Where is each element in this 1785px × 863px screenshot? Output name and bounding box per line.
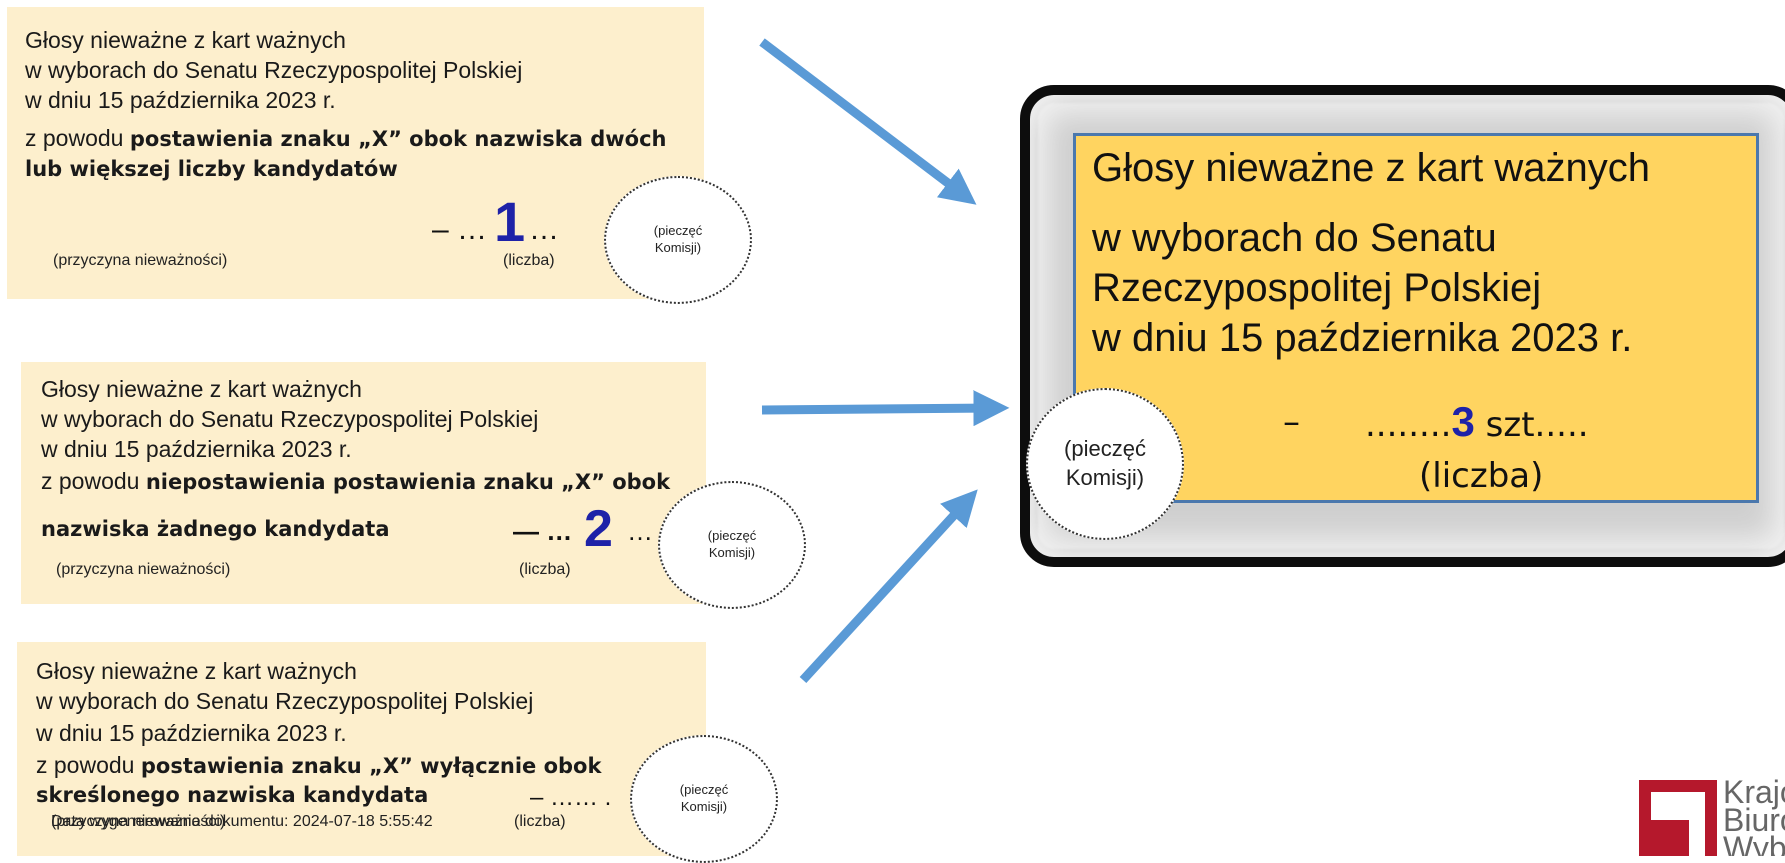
count-number: 1 — [494, 190, 526, 253]
summary-date: w dniu 15 października 2023 r. — [1092, 316, 1633, 360]
card-reason-cont: lub większej liczby kandydatów — [25, 157, 398, 181]
logo-text-2: Biuro — [1723, 802, 1785, 838]
number-label: (liczba) — [503, 252, 555, 269]
generated-date-overlay: Data wygenerowania dokumentu: 2024-07-18… — [51, 813, 433, 830]
summary-dash: – — [1283, 402, 1300, 442]
number-label: (liczba) — [519, 561, 571, 578]
summary-title: Głosy nieważne z kart ważnych — [1092, 146, 1651, 190]
card-reason-cont: skreślonego nazwiska kandydata — [36, 783, 429, 807]
logo-text-3: Wyb — [1723, 830, 1785, 856]
number-label: (liczba) — [514, 813, 566, 830]
card-date: w dniu 15 października 2023 r. — [36, 720, 347, 746]
kbw-logo: Krajo Biuro Wyb — [1637, 772, 1785, 856]
summary-number: 3 — [1451, 398, 1475, 445]
card-reason: z powodu postawienia znaku „X” wyłącznie… — [36, 752, 602, 778]
logo-text-1: Krajo — [1723, 774, 1785, 810]
count-dots: … — [627, 516, 653, 546]
reason-label: (przyczyna nieważności) — [51, 813, 226, 830]
card-title: Głosy nieważne z kart ważnych — [25, 27, 346, 53]
card-title: Głosy nieważne z kart ważnych — [41, 376, 362, 402]
logo-mark-step — [1651, 820, 1689, 856]
card-election: w wyborach do Senatu Rzeczypospolitej Po… — [25, 57, 523, 83]
arrow-3 — [799, 489, 978, 684]
count-dash: — … — [513, 516, 573, 546]
summary-election-cont: Rzeczypospolitej Polskiej — [1092, 266, 1542, 310]
card-title: Głosy nieważne z kart ważnych — [36, 658, 357, 684]
count-dash: – … — [432, 213, 488, 246]
reason-label: (przyczyna nieważności) — [56, 561, 231, 578]
card-election: w wyborach do Senatu Rzeczypospolitej Po… — [36, 688, 534, 714]
card-reason: z powodu niepostawienia postawienia znak… — [41, 468, 671, 494]
card-reason: z powodu postawienia znaku „X” obok nazw… — [25, 125, 667, 151]
card-election: w wyborach do Senatu Rzeczypospolitej Po… — [41, 406, 539, 432]
summary-number-label: (liczba) — [1419, 456, 1544, 496]
count-dash: – …… . — [530, 784, 612, 811]
summary-card: Głosy nieważne z kart ważnych w wyborach… — [1073, 133, 1759, 503]
card-reason-cont: nazwiska żadnego kandydata — [41, 517, 390, 541]
card-date: w dniu 15 października 2023 r. — [25, 87, 336, 113]
arrow-1 — [759, 38, 977, 205]
arrow-2 — [761, 390, 1010, 427]
summary-election: w wyborach do Senatu — [1092, 216, 1497, 260]
invalid-votes-card-3: Głosy nieważne z kart ważnych w wyborach… — [17, 642, 706, 856]
summary-count: ........3 szt..... — [1365, 398, 1589, 445]
invalid-votes-card-2: Głosy nieważne z kart ważnych w wyborach… — [21, 362, 706, 604]
reason-label: (przyczyna nieważności) — [53, 252, 228, 269]
card-date: w dniu 15 października 2023 r. — [41, 436, 352, 462]
count-dots: … — [529, 213, 559, 246]
count-number: 2 — [584, 500, 613, 558]
invalid-votes-card-1: Głosy nieważne z kart ważnych w wyborach… — [7, 7, 704, 299]
